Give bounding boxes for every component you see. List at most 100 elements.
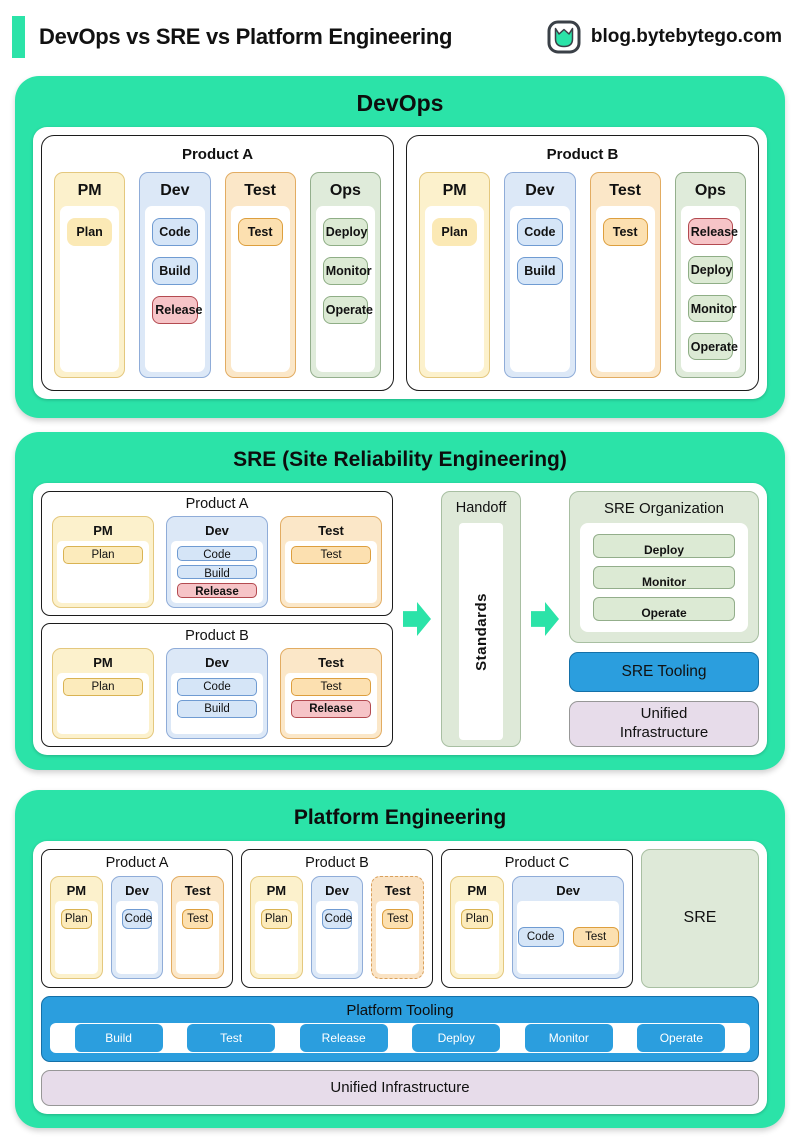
column-header: Dev: [525, 182, 555, 199]
task-chip: Release: [291, 699, 371, 718]
tooling-chip: Deploy: [412, 1024, 501, 1053]
column-header: Dev: [556, 883, 581, 898]
handoff-box: Handoff Standards: [441, 491, 521, 747]
column-body: Plan: [55, 901, 98, 974]
task-chip: Plan: [63, 546, 143, 564]
tooling-chip: Release: [299, 1024, 388, 1053]
task-chip: Test: [602, 218, 648, 246]
task-chip: Deploy: [322, 218, 368, 246]
task-chip: Deploy: [687, 256, 733, 284]
task-chip: Code: [517, 218, 563, 246]
column-header: PM: [93, 654, 113, 670]
column-header: Dev: [125, 883, 149, 898]
task-chip: Code: [517, 927, 564, 948]
tooling-chip: Build: [74, 1024, 163, 1053]
product-title: Product A: [185, 496, 249, 512]
task-chip: Plan: [261, 909, 292, 929]
section-title-sre: SRE (Site Reliability Engineering): [233, 448, 567, 471]
handoff-title: Handoff: [455, 500, 507, 516]
task-chip: Test: [291, 677, 371, 696]
platform-infrastructure-bar: Unified Infrastructure: [41, 1070, 759, 1106]
column-header: Test: [384, 883, 411, 898]
task-chip: Operate: [322, 296, 373, 324]
column-header: PM: [467, 883, 487, 898]
task-chip: Test: [572, 927, 619, 948]
bytebytego-logo-icon: [547, 20, 581, 54]
arrow-right-icon: [531, 602, 559, 636]
column-body: Test: [376, 901, 420, 974]
task-chip: Code: [177, 677, 257, 696]
task-chip: Code: [177, 546, 257, 561]
column-header: Ops: [329, 182, 361, 199]
task-chip: Code: [152, 218, 198, 246]
column-header: PM: [442, 182, 467, 199]
product-title: Product C: [504, 855, 570, 871]
product-title: Product B: [305, 855, 369, 871]
role-column-pm: PM Plan: [52, 647, 154, 739]
tooling-chip: Monitor: [524, 1024, 613, 1053]
sre-task-chip: Monitor: [593, 565, 735, 590]
sre-tooling-bar: SRE Tooling: [569, 652, 759, 692]
column-body: Test: [595, 206, 655, 372]
column-header: Test: [609, 182, 641, 199]
task-chip: Release: [177, 583, 257, 598]
task-chip: Operate: [687, 332, 738, 360]
tooling-chip: Operate: [637, 1024, 726, 1053]
column-header: Dev: [205, 523, 229, 538]
column-header: PM: [66, 883, 87, 898]
column-header: Dev: [160, 182, 190, 199]
task-chip: Build: [152, 257, 198, 285]
task-chip: Code: [321, 909, 353, 929]
column-body: Test: [230, 206, 290, 372]
column-body: Plan: [255, 901, 298, 974]
task-chip: Test: [291, 546, 371, 564]
sre-infrastructure-label: Unified Infrastructure: [619, 705, 709, 741]
task-chip: Release: [687, 218, 738, 246]
product-title: Product A: [181, 146, 254, 163]
task-chip: Build: [177, 564, 257, 580]
task-chip: Test: [237, 218, 283, 246]
page-title: DevOps vs SRE vs Platform Engineering: [39, 24, 453, 49]
sre-organization-title: SRE Organization: [603, 500, 725, 517]
column-body: Plan: [57, 672, 149, 734]
task-chip: Monitor: [687, 294, 737, 322]
task-chip: Build: [177, 699, 257, 718]
column-body: Code: [115, 901, 159, 974]
section-title-platform: Platform Engineering: [293, 806, 507, 829]
task-chip: Code: [121, 909, 153, 929]
column-body: Test: [176, 901, 220, 974]
task-chip: Plan: [61, 909, 92, 929]
column-body: Plan: [60, 206, 120, 372]
sre-task-chip: Deploy: [593, 534, 735, 558]
